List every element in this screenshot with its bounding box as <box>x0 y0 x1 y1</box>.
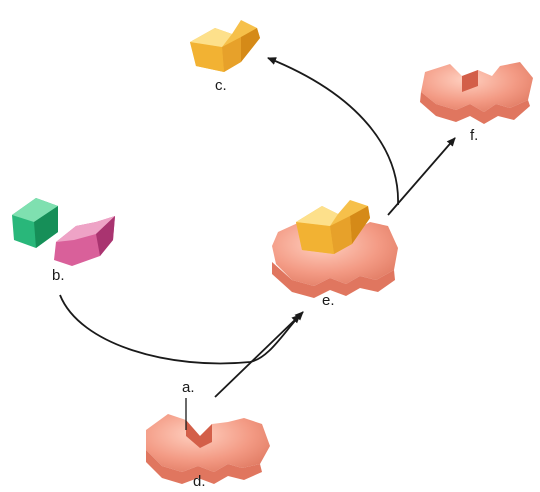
arrow-e-to-f <box>388 138 455 215</box>
product-c-shape <box>190 20 260 72</box>
label-a: a. <box>182 379 195 396</box>
arrow-b-to-e <box>60 295 303 363</box>
label-d: d. <box>193 473 206 490</box>
arrow-e-to-c <box>268 58 398 205</box>
substrate-b-green <box>12 198 58 248</box>
substrate-b-magenta <box>54 216 115 266</box>
label-f: f. <box>470 127 478 144</box>
arrow-d-to-e <box>215 315 300 397</box>
label-e: e. <box>322 292 335 309</box>
label-b: b. <box>52 267 65 284</box>
enzyme-d-shape <box>146 414 270 484</box>
label-c: c. <box>215 77 227 94</box>
enzyme-f-shape <box>420 62 533 124</box>
enzyme-substrate-complex-e <box>272 200 398 298</box>
